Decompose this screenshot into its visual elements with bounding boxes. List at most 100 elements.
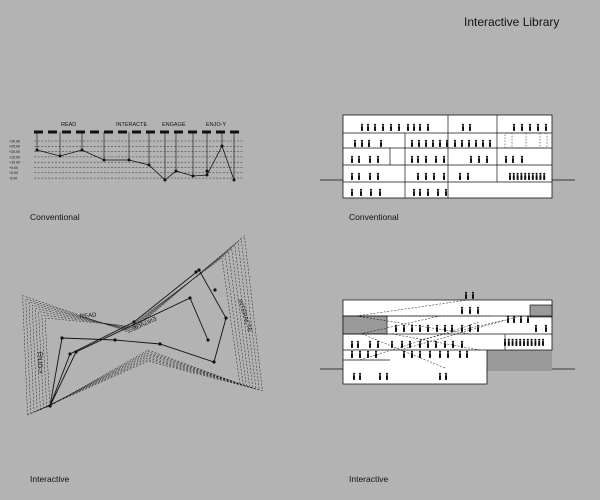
person-icon — [466, 172, 470, 180]
person-icon — [438, 139, 442, 147]
person-icon — [446, 350, 450, 358]
conventional-section — [320, 114, 575, 199]
person-icon — [360, 139, 364, 147]
person-icon — [418, 350, 422, 358]
conv-label-interacte: INTERACTE — [116, 122, 148, 128]
person-icon — [397, 123, 401, 131]
person-icon — [381, 123, 385, 131]
data-point — [132, 320, 136, 324]
person-icon — [520, 123, 524, 131]
interactive-section — [320, 291, 575, 385]
person-icon — [512, 172, 515, 180]
person-icon — [485, 155, 489, 163]
person-icon — [468, 324, 472, 332]
y-tick-label: +25.00 — [9, 145, 20, 149]
y-tick-label: +0.00 — [9, 171, 18, 175]
person-icon — [426, 324, 430, 332]
person-icon — [506, 315, 510, 323]
person-icon — [350, 340, 354, 348]
data-point — [197, 268, 201, 272]
person-icon — [477, 155, 481, 163]
person-icon — [468, 306, 472, 314]
person-icon — [402, 324, 406, 332]
y-tick-label: -5.00 — [9, 177, 17, 181]
person-icon — [368, 172, 372, 180]
person-icon — [519, 338, 522, 346]
dashed-frame — [41, 254, 244, 408]
person-icon — [531, 172, 534, 180]
person-icon — [444, 372, 448, 380]
person-icon — [418, 123, 422, 131]
person-icon — [424, 172, 428, 180]
data-point — [80, 148, 84, 152]
person-icon — [534, 324, 538, 332]
person-icon — [481, 139, 485, 147]
conventional-chart: READ INTERACTE ENGAGE ENJO-Y +30.00+25.0… — [9, 122, 244, 182]
person-icon — [410, 350, 414, 358]
data-point — [224, 316, 228, 320]
person-icon — [418, 324, 422, 332]
person-icon — [516, 172, 519, 180]
person-icon — [465, 350, 469, 358]
caption-interactive-section: Interactive — [349, 474, 389, 484]
person-icon — [504, 155, 508, 163]
person-icon — [442, 155, 446, 163]
data-point — [60, 336, 64, 340]
person-icon — [464, 291, 468, 299]
person-icon — [442, 172, 446, 180]
person-icon — [438, 350, 442, 358]
interactive-points — [48, 268, 228, 408]
person-icon — [503, 338, 507, 346]
person-icon — [357, 155, 361, 163]
conv-label-read: READ — [61, 122, 76, 128]
person-icon — [530, 338, 533, 346]
person-icon — [400, 340, 404, 348]
person-icon — [520, 172, 523, 180]
person-icon — [507, 338, 510, 346]
person-icon — [511, 338, 514, 346]
person-icon — [538, 338, 541, 346]
dashed-frame — [38, 251, 247, 409]
person-icon — [461, 123, 465, 131]
person-icon — [390, 340, 394, 348]
person-icon — [376, 172, 380, 180]
dashed-frame — [44, 257, 241, 407]
data-point — [35, 148, 39, 152]
dashed-frame — [35, 247, 250, 411]
person-icon — [350, 350, 354, 358]
person-icon — [406, 123, 410, 131]
person-icon — [445, 139, 449, 147]
dashed-frame — [31, 244, 254, 412]
data-point — [213, 288, 217, 292]
person-icon — [435, 324, 439, 332]
person-icon — [436, 188, 440, 196]
person-icon — [519, 315, 523, 323]
person-icon — [544, 324, 548, 332]
person-icon — [458, 172, 462, 180]
data-point — [205, 173, 209, 177]
interactive-dashed-frames — [22, 235, 263, 416]
interactive-series-line — [49, 269, 227, 407]
dashed-frame — [22, 235, 263, 416]
person-icon — [434, 155, 438, 163]
person-icon — [412, 188, 416, 196]
person-icon — [379, 139, 383, 147]
data-point — [205, 169, 209, 173]
person-icon — [424, 139, 428, 147]
person-icon — [431, 139, 435, 147]
data-point — [158, 342, 162, 346]
person-icon — [453, 139, 457, 147]
conventional-series-line — [36, 144, 235, 181]
person-icon — [352, 372, 356, 380]
int-label-engage: ENGAGE — [132, 316, 158, 332]
person-icon — [426, 123, 430, 131]
person-icon — [373, 123, 377, 131]
data-point — [212, 360, 216, 364]
interactive-chart: READ ENGAGE INTERACTE ENJO-Y — [22, 235, 263, 416]
person-icon — [467, 139, 471, 147]
person-icon — [543, 172, 546, 180]
person-icon — [428, 350, 432, 358]
person-icon — [374, 350, 378, 358]
person-icon — [488, 139, 492, 147]
